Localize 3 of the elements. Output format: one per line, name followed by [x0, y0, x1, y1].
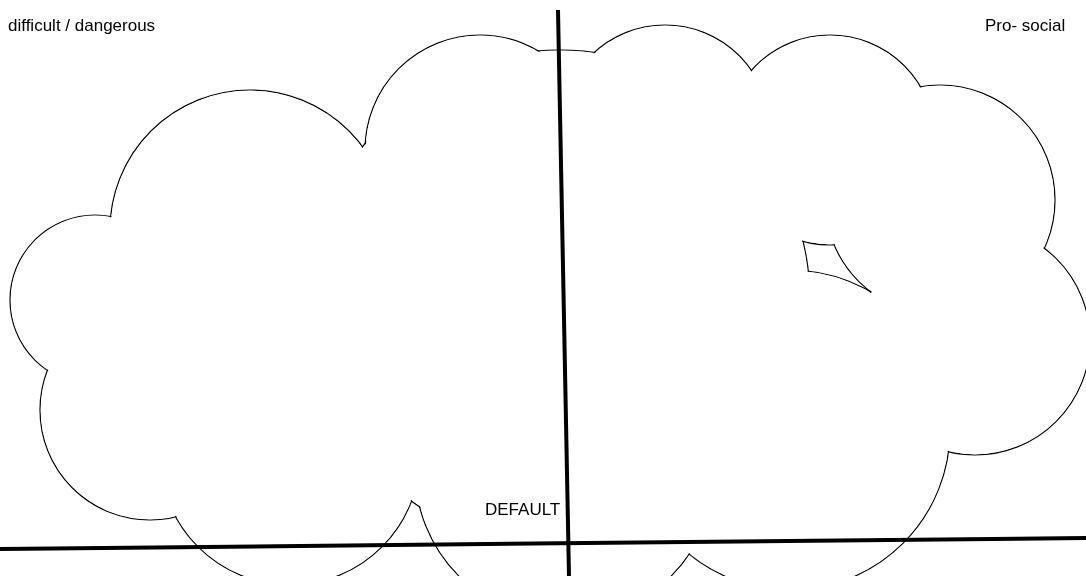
cloud-label: DEFAULT	[485, 500, 561, 520]
quadrant-label: Pro- social	[985, 16, 1066, 36]
quadrant-label: difficult / dangerous	[8, 16, 156, 36]
